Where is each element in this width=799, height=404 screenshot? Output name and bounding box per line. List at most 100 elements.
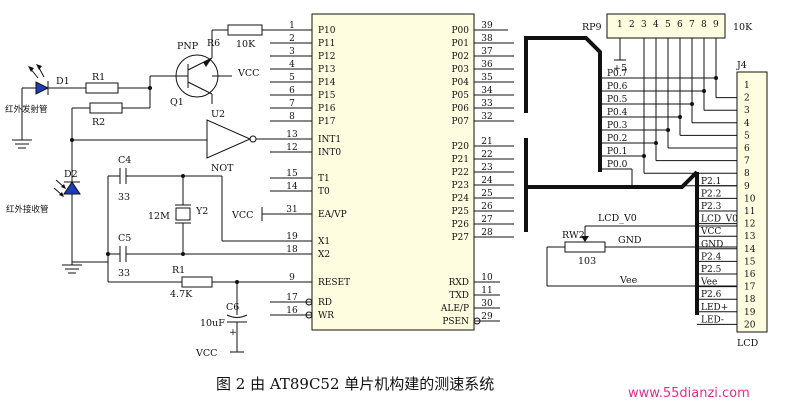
j4-pin-number: 3 [744, 106, 750, 116]
mcu-pin-number: 34 [481, 86, 493, 96]
rp9-pin-number: 2 [629, 20, 635, 30]
rw2-body [564, 241, 606, 253]
rp9-pin-number: 1 [617, 20, 623, 30]
p0-net-lines: P0.7P0.6P0.5P0.4P0.3P0.2P0.1P0.0 [600, 38, 737, 187]
rp9-pin-number: 8 [701, 20, 707, 30]
mcu-pin-number: 33 [481, 99, 493, 109]
j4-pin-number: 1 [744, 81, 750, 91]
p0-net-label: P0.0 [607, 160, 628, 170]
mcu-pin-name: P02 [451, 52, 469, 62]
gnd-d1 [12, 88, 32, 149]
gnd-main [62, 261, 108, 274]
lcd-net-label: P2.1 [701, 177, 721, 187]
mcu-pin-number: 36 [481, 60, 493, 70]
mcu-pin-number: 26 [481, 202, 493, 212]
rp9-body [606, 13, 726, 39]
vcc-q1-label: VCC [237, 68, 259, 79]
mcu-pin-name: P10 [318, 26, 336, 36]
p0-net-label: P0.1 [607, 147, 627, 157]
mcu-pin-name: P26 [451, 220, 469, 230]
j4-pin-number: 11 [744, 207, 755, 217]
j4-pin-number: 12 [744, 220, 755, 230]
d1-desc: 红外发射管 [5, 104, 48, 115]
j4-pin-number: 16 [744, 270, 756, 280]
c5-capacitor: C5 33 [106, 233, 312, 279]
j4-pin-number: 5 [744, 131, 750, 141]
vcc-c6-label: VCC [195, 348, 217, 359]
watermark: www.55dianzi.com [628, 386, 750, 401]
mcu-pin-name: P23 [451, 181, 469, 191]
r1a-ref: R1 [92, 72, 105, 83]
c4-ref: C4 [118, 155, 131, 166]
j4-pin-number: 9 [744, 182, 750, 192]
mcu-pin-number: 18 [286, 245, 298, 255]
mcu-pin-name: P14 [318, 78, 336, 88]
lcd-net-label: P2.2 [701, 189, 721, 199]
j4-pin-number: 4 [744, 119, 750, 129]
mcu-pin-number: 6 [289, 86, 295, 96]
lcd-net-label: VCC [700, 227, 721, 237]
mcu-pin-name: X1 [318, 237, 330, 247]
mcu-pin-name: P22 [451, 168, 469, 178]
mcu-right-pins: 39P0038P0137P0236P0335P0434P0533P0632P07… [440, 21, 500, 327]
y2-crystal: 12M Y2 [148, 174, 312, 256]
mcu-body [311, 13, 475, 331]
q1-type: PNP [177, 41, 199, 52]
u2-ref: U2 [211, 109, 225, 120]
j4-pin-number: 18 [744, 295, 756, 305]
j4-ref: J4 [736, 60, 747, 71]
d2-ir-receiver: D2 红外接收管 [6, 140, 81, 262]
mcu-pin-name: EA/VP [318, 210, 347, 220]
vcc-ea-label: VCC [231, 210, 253, 221]
mcu-pin-name: ALE/P [440, 304, 469, 314]
c6-ref: C6 [226, 302, 239, 313]
rp9-pin-number: 4 [653, 20, 659, 30]
mcu-pin-name: P03 [451, 65, 469, 75]
mcu-pin-name: P07 [451, 117, 469, 127]
r1b-ref: R1 [172, 265, 185, 276]
p0-net-label: P0.6 [607, 82, 628, 92]
j4-lcd-connector: J4 LCD 1234567891011121314151617181920P2… [697, 60, 768, 349]
vcc-q1: VCC [212, 68, 259, 79]
mcu-pin-number: 39 [481, 21, 493, 31]
mcu-pin-name: P20 [451, 142, 469, 152]
mcu-pin-number: 29 [481, 312, 493, 322]
mcu-pin-name: P11 [318, 39, 336, 49]
lcd-v0-net: LCD_V0 [598, 213, 637, 224]
j4-pin-number: 10 [744, 194, 756, 204]
p0-net-label: P0.2 [607, 134, 627, 144]
mcu-pin-number: 9 [289, 273, 295, 283]
rw2-value: 103 [578, 256, 596, 267]
mcu-pin-number: 23 [481, 163, 493, 173]
j4-pin-number: 2 [744, 94, 750, 104]
mcu-pin-number: 32 [481, 112, 492, 122]
r1a-body [85, 82, 119, 94]
mcu-pin-name: T0 [318, 187, 330, 197]
mcu-pin-number: 30 [481, 299, 493, 309]
mcu-pin-number: 7 [289, 99, 295, 109]
d1-ref: D1 [56, 76, 70, 87]
mcu-pin-name: P01 [451, 39, 469, 49]
u2-not-gate: U2 NOT [70, 109, 312, 174]
lcd-net-label: Vee [700, 278, 717, 288]
rw2-potentiometer: RW2 103 LCD_V0 GND Vee [546, 213, 737, 287]
mcu-pin-number: 5 [289, 73, 295, 83]
r2-ref: R2 [92, 117, 105, 128]
r6-value: 10K [236, 39, 256, 50]
rp9-value: 10K [733, 22, 753, 33]
d2-desc: 红外接收管 [6, 204, 49, 215]
mcu-pin-name: INT1 [318, 135, 341, 145]
mcu-pin-name: T1 [318, 174, 330, 184]
mcu-pin-number: 14 [286, 182, 298, 192]
j4-pin-number: 17 [744, 283, 756, 293]
u2-type: NOT [211, 163, 234, 174]
c5-value: 33 [118, 268, 130, 279]
r1b-body [181, 276, 213, 288]
c4-value: 33 [118, 192, 130, 203]
q1-ref: Q1 [170, 97, 184, 108]
c5-ref: C5 [118, 233, 131, 244]
lcd-net-label: P2.5 [701, 265, 722, 275]
r1b-resistor: R1 4.7K [107, 262, 312, 300]
